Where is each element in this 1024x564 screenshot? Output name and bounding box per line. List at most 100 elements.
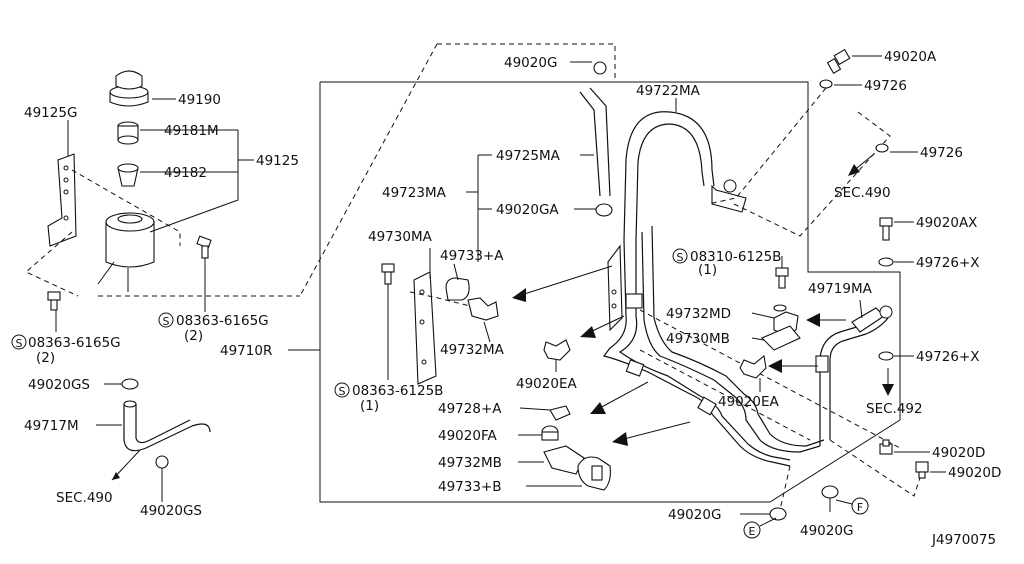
clamp-on-pipe-2: [625, 359, 645, 377]
label-49182: 49182: [164, 165, 207, 181]
arrow-7: [882, 368, 894, 396]
clamp-on-pipe-1: [625, 293, 643, 309]
label-49732MA: 49732MA: [440, 342, 505, 358]
clamp-49020GS-a: [121, 378, 139, 390]
strainer-49181M: [117, 121, 139, 145]
clamp-49020FA: [541, 425, 559, 441]
label-49717M: 49717M: [24, 418, 79, 434]
insulator-49733A: [445, 277, 470, 301]
label-bolt-6125B-qty: (1): [360, 398, 379, 414]
clamp-49020EA-a: [543, 339, 571, 361]
label-bolt-left: 08363-6165G: [28, 335, 121, 351]
label-49020G-top: 49020G: [504, 55, 557, 71]
bolt-mid: [196, 235, 212, 259]
label-49020G-bottom2: 49020G: [800, 523, 853, 539]
s-symbol-2: S: [163, 315, 170, 328]
label-49020G-bottom: 49020G: [668, 507, 721, 523]
label-49730MB: 49730MB: [666, 331, 730, 347]
arrow-3: [590, 381, 649, 414]
s-symbol-4: S: [677, 251, 684, 264]
s-symbol-3: S: [339, 385, 346, 398]
clamp-49020G-top: [593, 61, 607, 75]
label-sec490-left: SEC.490: [56, 490, 113, 506]
dashed-guide-diag: [299, 43, 438, 297]
label-49181M: 49181M: [164, 123, 219, 139]
reservoir-tank-49125: [97, 212, 155, 292]
label-49730MA: 49730MA: [368, 229, 433, 245]
clamp-49020G-bottom: [769, 507, 787, 521]
label-bolt-6125B: 08363-6125B: [352, 383, 443, 399]
label-49020D-a: 49020D: [932, 445, 985, 461]
callout-f[interactable]: [851, 497, 869, 515]
pipe-assembly: [602, 225, 889, 467]
clamp-49020GA: [595, 203, 613, 217]
label-49732MB: 49732MB: [438, 455, 502, 471]
bolt-49020D-b: [915, 461, 929, 479]
label-49733A: 49733+A: [440, 248, 504, 264]
grommet-49728A: [549, 405, 571, 421]
clamp-49020G-bottom2: [821, 485, 839, 499]
label-49020AX: 49020AX: [916, 215, 977, 231]
label-49710R: 49710R: [220, 343, 272, 359]
bolt-08310-6125B: [775, 267, 789, 289]
bracket-49730MB: [761, 325, 801, 351]
label-bolt-08310: 08310-6125B: [690, 249, 781, 265]
clamp-49020GS-b: [155, 455, 169, 469]
reservoir-cap-49190: [109, 70, 149, 107]
pipe-bracket-center: [607, 244, 623, 332]
hose-49717M: [123, 400, 211, 452]
bolt-49020AX: [879, 217, 893, 241]
label-49722MA: 49722MA: [636, 83, 701, 99]
label-49190: 49190: [178, 92, 221, 108]
label-49020D-b: 49020D: [948, 465, 1001, 481]
label-49020A: 49020A: [884, 49, 937, 65]
label-49723MA: 49723MA: [382, 185, 447, 201]
label-49020GS-a: 49020GS: [28, 377, 90, 393]
clamp-49020EA-b: [739, 354, 767, 379]
bolt-49020A: [826, 48, 851, 74]
bolt-left: [47, 291, 61, 311]
bracket-49730MA: [413, 271, 437, 385]
label-49726X-b: 49726+X: [916, 349, 980, 365]
label-49733B: 49733+B: [438, 479, 502, 495]
label-bolt-left-qty: (2): [36, 350, 55, 366]
label-49726-b: 49726: [920, 145, 963, 161]
label-49020EA-a: 49020EA: [516, 376, 577, 392]
arrow-4: [612, 421, 691, 446]
bracket-49125G: [47, 153, 77, 247]
washer-49726-b: [875, 143, 889, 153]
washer-49726X-a: [878, 257, 894, 267]
arrow-1: [512, 265, 613, 302]
washer-49726-a: [819, 79, 833, 89]
label-bolt-mid: 08363-6165G: [176, 313, 269, 329]
label-49020GS-b: 49020GS: [140, 503, 202, 519]
bolt-08363-6125B: [381, 263, 395, 285]
diagram-id: J4970075: [931, 532, 996, 548]
s-symbol-1: S: [16, 337, 23, 350]
arrow-2: [580, 315, 625, 338]
label-sec490-right: SEC.490: [834, 185, 891, 201]
callout-f-label: F: [857, 501, 863, 514]
label-49728A: 49728+A: [438, 401, 502, 417]
arrow-6: [768, 359, 818, 373]
arrow-sec490-right: [848, 153, 875, 176]
callout-e-label: E: [749, 525, 756, 538]
label-49125G: 49125G: [24, 105, 77, 121]
arrow-5: [806, 313, 846, 327]
label-49726-a: 49726: [864, 78, 907, 94]
callout-e[interactable]: [743, 521, 761, 539]
label-bolt-08310-qty: (1): [698, 262, 717, 278]
filter-49182: [117, 163, 139, 187]
pipe-fitting-49719MA: [851, 305, 893, 333]
hose-49722MA: [623, 111, 715, 241]
hose-49725MA: [579, 87, 611, 197]
clamp-49732MA: [467, 297, 499, 321]
label-49125: 49125: [256, 153, 299, 169]
label-49725MA: 49725MA: [496, 148, 561, 164]
washer-49726X-b: [878, 351, 894, 361]
clamp-on-pipe-3: [697, 396, 717, 416]
label-bolt-mid-qty: (2): [184, 328, 203, 344]
label-49020FA: 49020FA: [438, 428, 497, 444]
